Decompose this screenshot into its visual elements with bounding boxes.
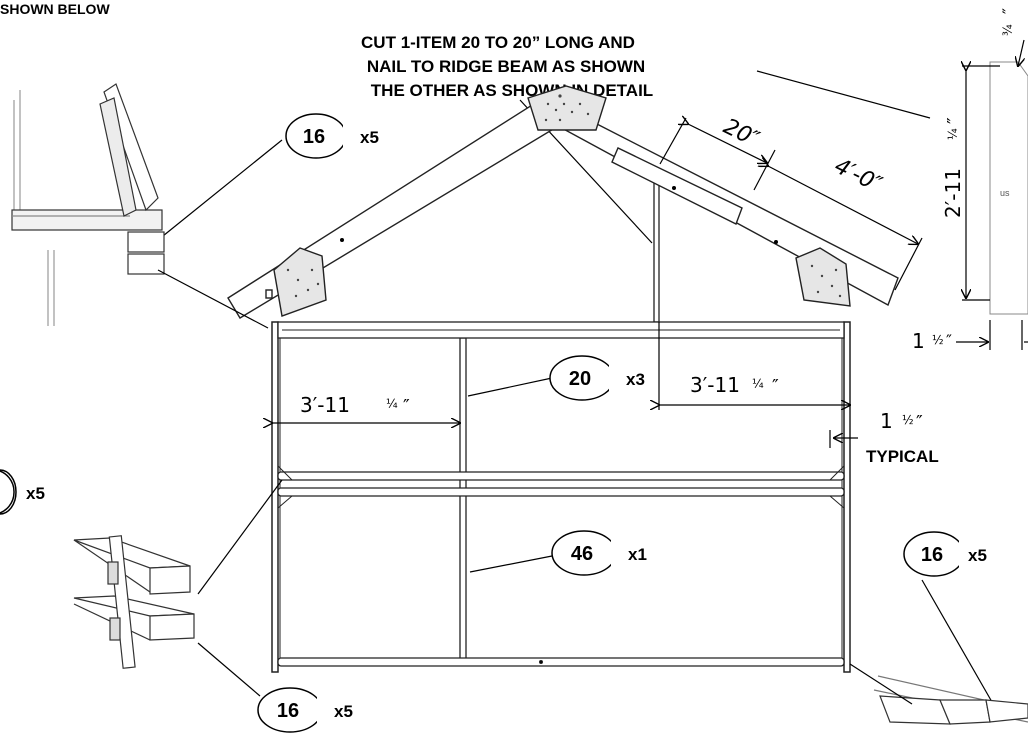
gusset-nail-dots <box>286 94 842 298</box>
svg-text:CUT 1-ITEM 20 TO 20” LONG AND: CUT 1-ITEM 20 TO 20” LONG AND <box>361 33 635 52</box>
svg-text:3′-11: 3′-11 <box>300 393 350 417</box>
svg-text:16: 16 <box>303 126 325 148</box>
center-stud-left <box>459 337 467 661</box>
svg-text:x5: x5 <box>968 546 987 565</box>
ridge-nailer-board <box>611 147 743 225</box>
svg-text:16: 16 <box>277 700 299 722</box>
svg-text:½: ½ <box>902 413 914 427</box>
typical-dimension: 1 ½ ″ TYPICAL <box>829 409 939 466</box>
svg-text:3′-11: 3′-11 <box>690 373 740 397</box>
svg-text:46: 46 <box>571 543 593 565</box>
svg-text:20″: 20″ <box>719 114 763 153</box>
svg-text:x5: x5 <box>360 128 379 147</box>
callout-16-bottom-right: 16 x5 <box>903 531 993 703</box>
ridge-gusset <box>527 85 607 131</box>
mid-beam-lower <box>277 487 845 497</box>
svg-text:NAIL TO RIDGE BEAM AS SHOWN: NAIL TO RIDGE BEAM AS SHOWN <box>367 57 645 76</box>
shown-below-text: SHOWN BELOW <box>0 1 110 17</box>
callout-20: 20 x3 <box>467 355 645 401</box>
note-leader-right <box>756 70 931 119</box>
svg-text:½: ½ <box>932 333 944 347</box>
left-eave-gusset <box>273 247 327 317</box>
detail-bottom-right <box>849 663 1028 725</box>
right-stud <box>843 321 851 673</box>
svg-text:″: ″ <box>772 376 779 397</box>
right-bay-dimension: 3′-11 ¼ ″ <box>659 322 850 410</box>
side-board-detail: us 2′-11 ¼ ″ ¾ ″ 1 ½ ″ <box>912 8 1028 353</box>
detail-top-left <box>11 83 269 329</box>
svg-text:″: ″ <box>916 412 923 433</box>
bottom-beam <box>277 657 845 667</box>
mid-beam-upper <box>277 471 845 481</box>
ridge-post <box>653 169 660 323</box>
left-bay-dimension: 3′-11 ¼ ″ <box>272 393 460 423</box>
wall-frame <box>271 169 851 673</box>
svg-text:¼: ¼ <box>946 128 960 140</box>
typical-label: TYPICAL <box>866 447 939 466</box>
svg-text:¼: ¼ <box>752 377 764 391</box>
svg-text:″: ″ <box>946 331 952 350</box>
callout-16-top: 16 x5 <box>157 113 379 241</box>
svg-text:THE OTHER AS SHOWN IN DETAIL: THE OTHER AS SHOWN IN DETAIL <box>371 81 653 100</box>
svg-text:us: us <box>1000 188 1010 198</box>
svg-text:″: ″ <box>999 8 1018 14</box>
svg-text:x5: x5 <box>334 702 353 721</box>
svg-text:″: ″ <box>944 117 965 124</box>
svg-text:20: 20 <box>569 368 591 390</box>
svg-text:1: 1 <box>912 329 925 353</box>
cut-instruction-note: CUT 1-ITEM 20 TO 20” LONG AND NAIL TO RI… <box>361 33 653 100</box>
callout-16-bottom-left: 16 x5 <box>197 642 353 733</box>
svg-text:1: 1 <box>880 409 893 433</box>
svg-text:x3: x3 <box>626 370 645 389</box>
svg-text:¼: ¼ <box>386 397 398 411</box>
svg-text:2′-11: 2′-11 <box>941 168 965 218</box>
svg-text:″: ″ <box>403 396 410 417</box>
callout-left-partial: x5 <box>0 469 45 515</box>
svg-text:x1: x1 <box>628 545 647 564</box>
roof-rafters <box>227 85 899 319</box>
callout-46: 46 x1 <box>469 530 647 576</box>
svg-text:¾: ¾ <box>1001 24 1015 36</box>
detail-bottom-left <box>73 479 283 669</box>
right-eave-gusset <box>795 247 851 307</box>
svg-text:4′-0″: 4′-0″ <box>830 154 886 198</box>
svg-text:x5: x5 <box>26 484 45 503</box>
svg-text:16: 16 <box>921 544 943 566</box>
left-stud <box>271 321 279 673</box>
